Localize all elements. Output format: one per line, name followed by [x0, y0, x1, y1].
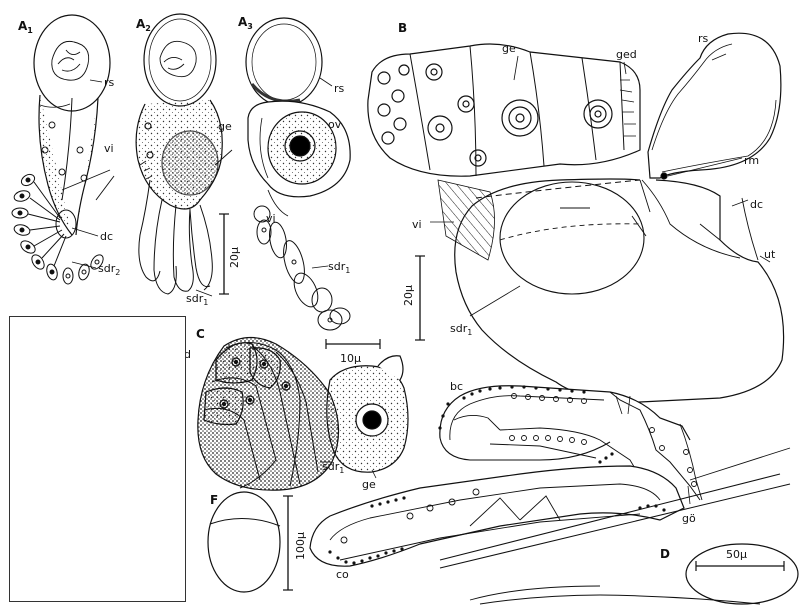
label-bc: bc [450, 380, 463, 393]
label-ge-a2: ge [218, 120, 232, 133]
panel-c [197, 336, 409, 491]
scale-a3: 10μ [340, 352, 361, 365]
a1-receptaculum [33, 14, 111, 112]
label-rs-a1: rs [104, 76, 115, 89]
a1-duct [38, 94, 99, 236]
panel-a1 [11, 14, 115, 285]
b-receptaculum [647, 32, 782, 179]
label-sdr1-c: sdr1 [322, 460, 344, 475]
a1-rosette [11, 173, 104, 285]
label-vi-a1: vi [104, 142, 114, 155]
label-dc-b: dc [750, 198, 763, 211]
label-ge-b: ge [502, 42, 516, 55]
panel-label-d: D [660, 547, 670, 561]
scale-b: 20μ [402, 285, 415, 306]
label-go: gö [682, 512, 696, 525]
panel-a2 [135, 13, 233, 297]
label-rm: rm [744, 154, 759, 167]
label-ov: ov [328, 118, 342, 131]
label-dc-a1: dc [100, 230, 113, 243]
label-ut: ut [764, 248, 776, 261]
scale-f: 100μ [294, 532, 307, 560]
label-ge-c: ge [362, 478, 376, 491]
label-sdr2: sdr2 [98, 262, 120, 277]
d-lower-tube [309, 465, 685, 567]
label-d-small: d [184, 348, 191, 361]
label-ged: ged [616, 48, 637, 61]
d-nuclei [340, 393, 697, 544]
scale-d: 50μ [726, 548, 747, 561]
panel-label-c: C [196, 327, 205, 341]
c-nucleus [362, 410, 382, 430]
panel-label-a2: A2 [136, 17, 151, 33]
b-uterus [454, 178, 785, 403]
a1-cells [41, 121, 88, 182]
label-co: co [336, 568, 349, 581]
label-sdr1-a3: sdr1 [328, 260, 350, 275]
panel-label-f: F [210, 493, 218, 507]
a3-sdr1-lobes [253, 205, 351, 331]
a1-vi-line [61, 169, 111, 191]
d-cilia-dots [328, 385, 666, 565]
panel-d [309, 385, 799, 605]
a3-nucleus [289, 135, 311, 157]
label-rs-b: rs [698, 32, 709, 45]
d-egg [685, 543, 799, 605]
label-rs-a3: rs [334, 82, 345, 95]
a2-germarium [161, 130, 219, 196]
label-vi-a3: vi [266, 212, 276, 225]
d-upper-tube [439, 385, 691, 441]
d-inner-tube [489, 427, 637, 471]
label-sdr1-a2: sdr1 [186, 292, 208, 307]
scale-a2: 20μ [228, 247, 241, 268]
label-sdr1-b: sdr1 [450, 322, 472, 337]
panel-a3 [245, 17, 381, 349]
blank-inset-box [9, 316, 186, 602]
f-egg [207, 491, 281, 593]
panel-b [367, 32, 785, 403]
panel-f [207, 491, 293, 593]
a3-receptaculum [245, 17, 323, 107]
a1-receptaculum-contents [51, 40, 90, 81]
panel-label-a3: A3 [238, 15, 253, 31]
label-vi-b: vi [412, 218, 422, 231]
panel-label-a1: A1 [18, 19, 33, 35]
b-vitelline [437, 179, 495, 261]
b-sdr1 [499, 181, 645, 295]
panel-label-b: B [398, 21, 407, 35]
a2-receptaculum [143, 13, 217, 107]
